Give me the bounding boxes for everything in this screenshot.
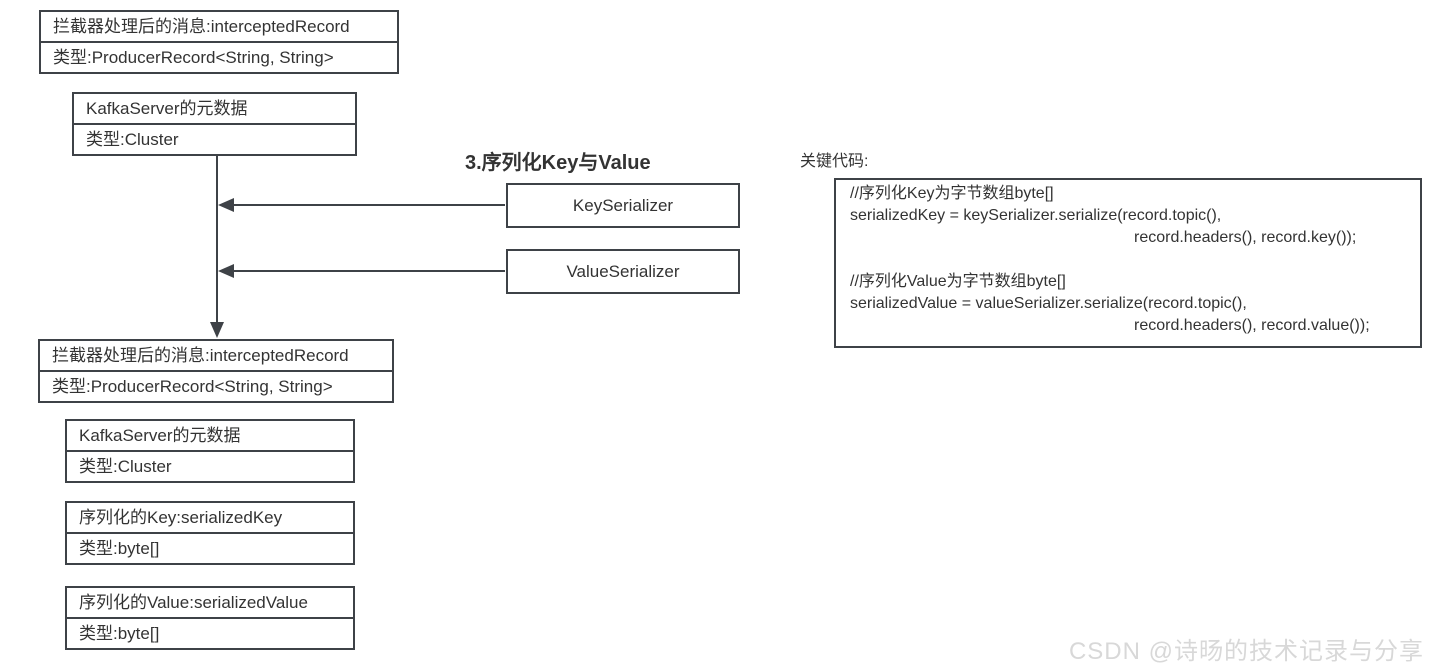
top-metadata-title: KafkaServer的元数据 [86, 99, 248, 118]
key-serializer-arrowhead [218, 198, 234, 212]
code-line: record.headers(), record.value()); [1134, 317, 1370, 334]
code-line: //序列化Key为字节数组byte[] [850, 185, 1054, 202]
value-serializer-label: ValueSerializer [566, 262, 680, 281]
key-serializer-box: KeySerializer [506, 183, 740, 228]
top-intercepted-record-title: 拦截器处理后的消息:interceptedRecord [53, 17, 350, 36]
serialized-value-box: 序列化的Value:serializedValue 类型:byte[] [65, 586, 355, 650]
top-intercepted-record-type: 类型:ProducerRecord<String, String> [41, 41, 397, 72]
bottom-metadata-type: 类型:Cluster [67, 450, 353, 481]
key-serializer-label: KeySerializer [572, 196, 674, 215]
top-metadata-box: KafkaServer的元数据 类型:Cluster [72, 92, 357, 156]
top-intercepted-record-box: 拦截器处理后的消息:interceptedRecord 类型:ProducerR… [39, 10, 399, 74]
down-arrowhead [210, 322, 224, 338]
step-heading: 3.序列化Key与Value [465, 152, 651, 174]
code-line: serializedValue = valueSerializer.serial… [850, 295, 1247, 312]
bottom-intercepted-record-type: 类型:ProducerRecord<String, String> [40, 370, 392, 401]
code-line: serializedKey = keySerializer.serialize(… [850, 207, 1222, 224]
code-line: record.headers(), record.key()); [1134, 229, 1357, 246]
serialized-value-title: 序列化的Value:serializedValue [79, 593, 308, 612]
bottom-metadata-box: KafkaServer的元数据 类型:Cluster [65, 419, 355, 483]
code-line: //序列化Value为字节数组byte[] [850, 273, 1066, 290]
code-panel-label: 关键代码: [800, 153, 869, 170]
code-panel: //序列化Key为字节数组byte[] serializedKey = keyS… [834, 178, 1422, 348]
serialized-key-title: 序列化的Key:serializedKey [79, 508, 283, 527]
code-line [850, 249, 1420, 271]
value-serializer-arrowhead [218, 264, 234, 278]
top-metadata-type: 类型:Cluster [74, 123, 355, 154]
bottom-intercepted-record-title: 拦截器处理后的消息:interceptedRecord [52, 346, 349, 365]
bottom-metadata-title: KafkaServer的元数据 [79, 426, 241, 445]
serialized-key-box: 序列化的Key:serializedKey 类型:byte[] [65, 501, 355, 565]
value-serializer-box: ValueSerializer [506, 249, 740, 294]
csdn-watermark: CSDN @诗旸的技术记录与分享 [1068, 638, 1424, 665]
serialized-value-type: 类型:byte[] [67, 617, 353, 648]
serialized-key-type: 类型:byte[] [67, 532, 353, 563]
bottom-intercepted-record-box: 拦截器处理后的消息:interceptedRecord 类型:ProducerR… [38, 339, 394, 403]
